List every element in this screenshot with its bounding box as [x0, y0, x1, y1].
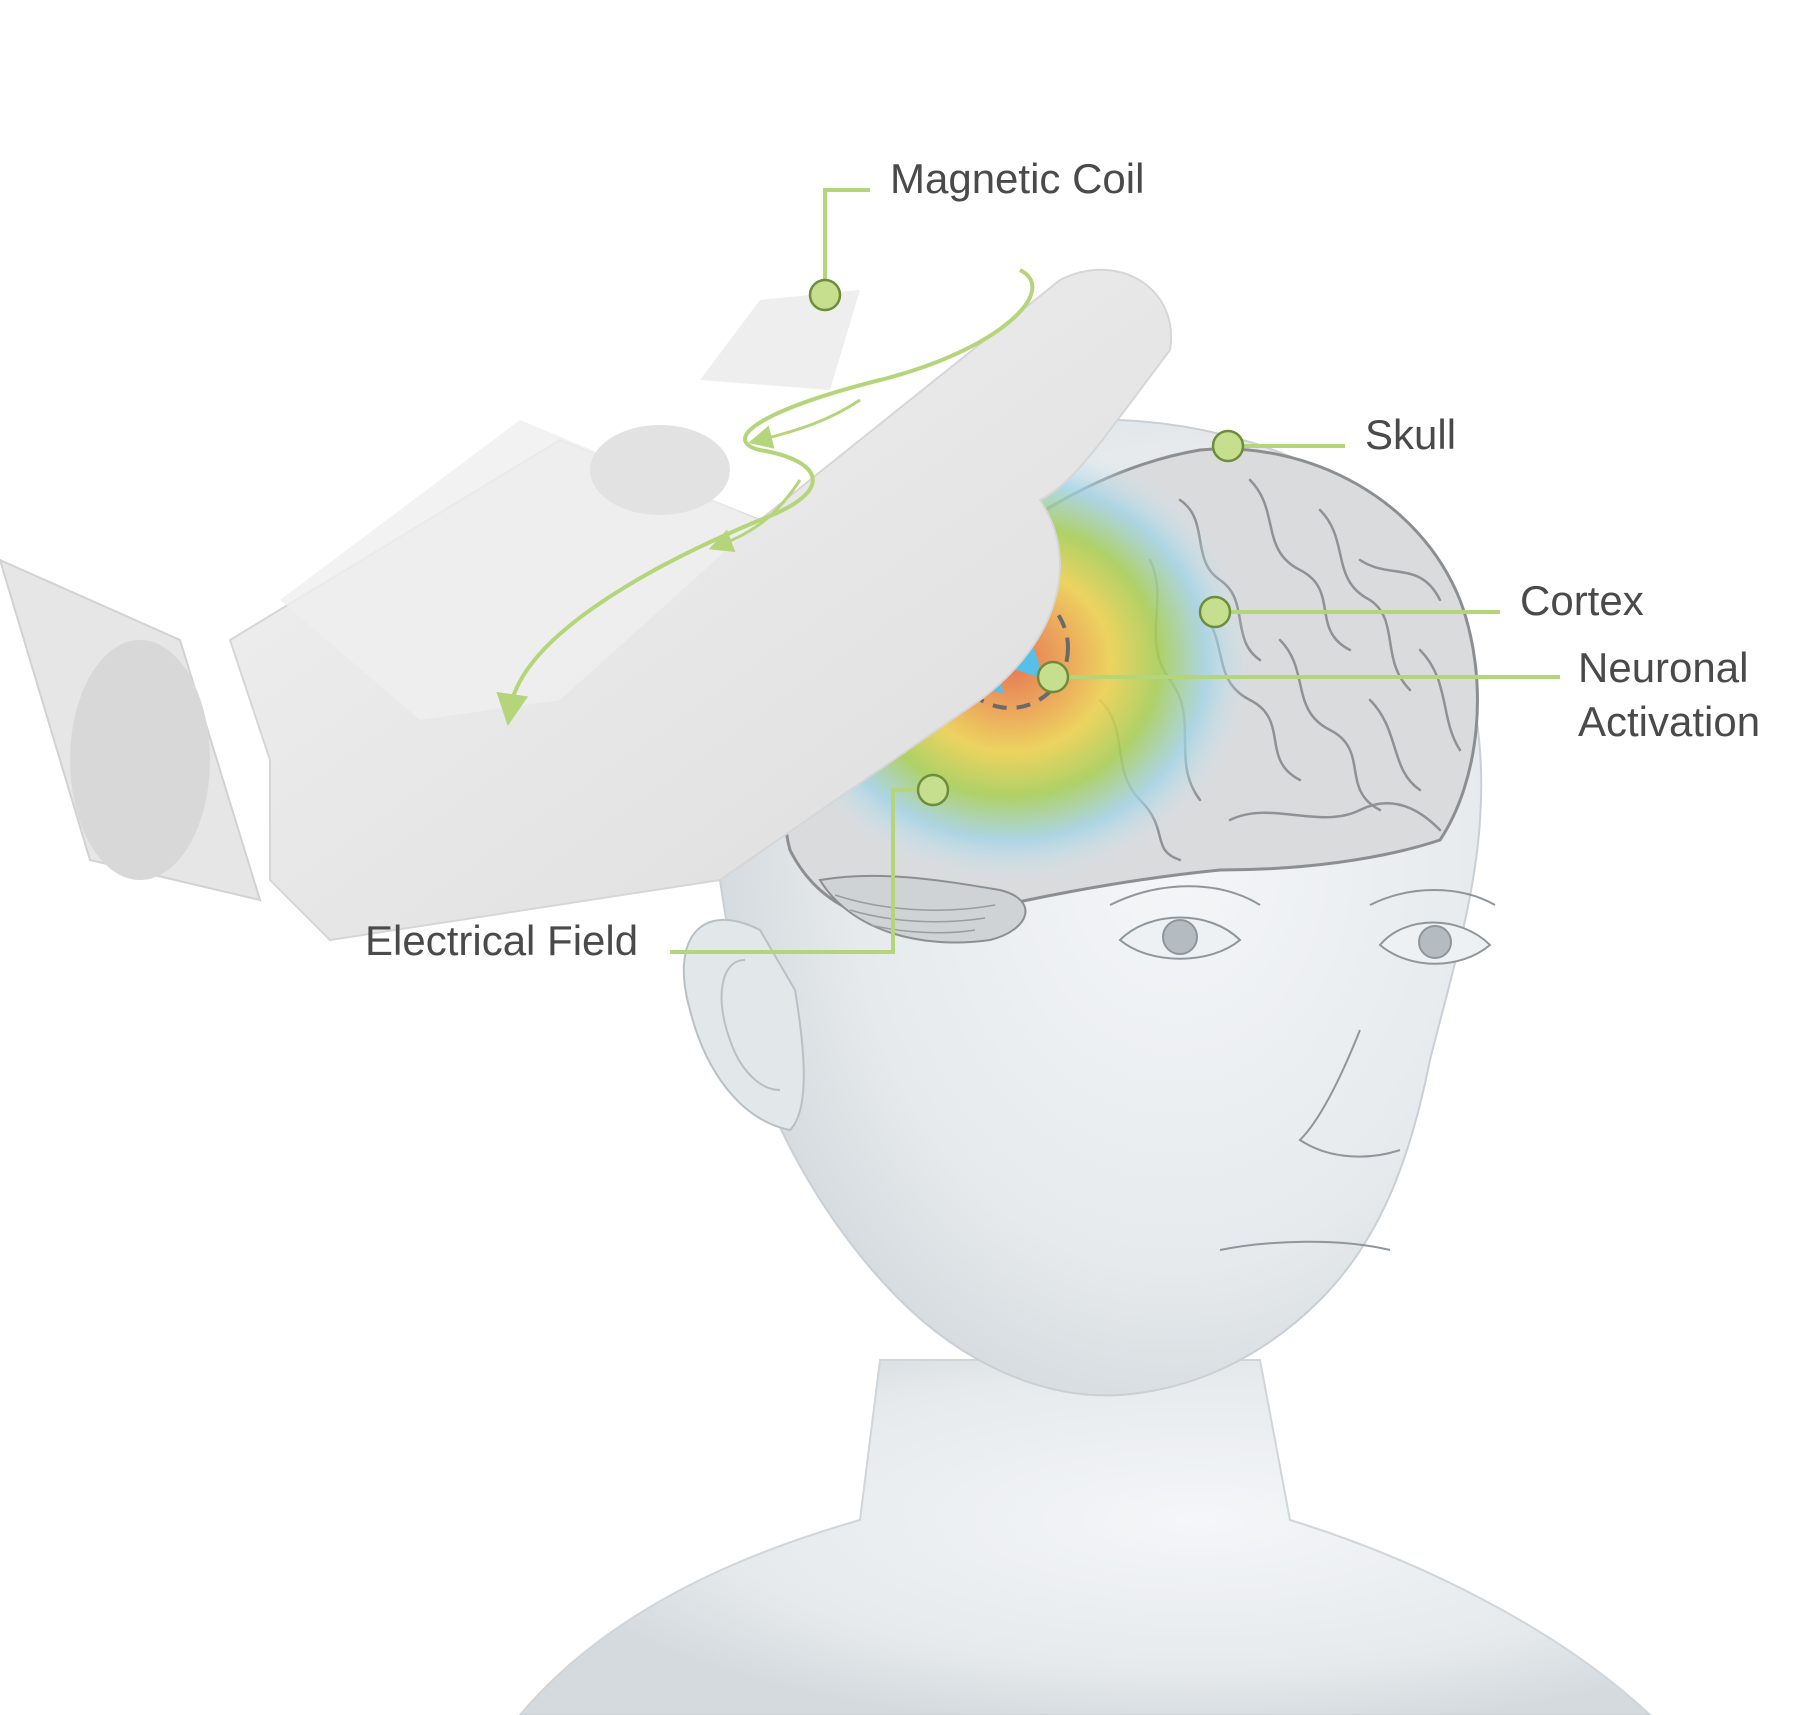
leader-electrical-field: [670, 788, 933, 954]
ear: [682, 918, 805, 1132]
label-magnetic-coil: Magnetic Coil: [890, 155, 1145, 202]
leader-magnetic-coil: [823, 188, 870, 295]
label-cortex: Cortex: [1520, 577, 1644, 624]
shoulders: [518, 1359, 1652, 1715]
cerebellum: [818, 874, 1027, 944]
face-features: [1109, 885, 1496, 1251]
label-electrical-field: Electrical Field: [365, 917, 639, 964]
label-neuronal-activation: Neuronal Activation: [1578, 644, 1761, 745]
label-skull: Skull: [1365, 411, 1457, 458]
leader-lines: [670, 188, 1560, 954]
magnetic-coil-device: [0, 268, 1173, 942]
dot-icon: [808, 278, 1245, 807]
